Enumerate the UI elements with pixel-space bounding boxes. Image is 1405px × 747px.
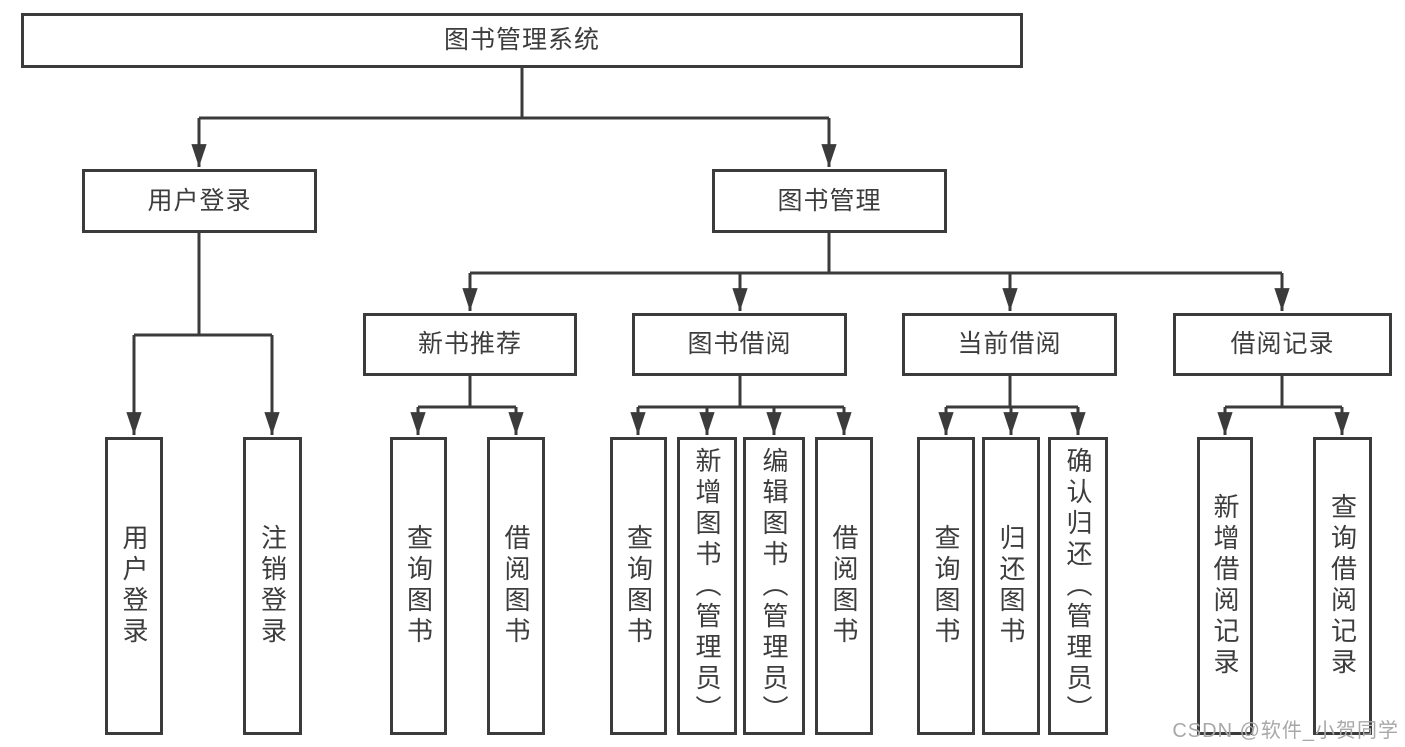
leaf-query-books-borrowing-label: 查询图书: [623, 524, 654, 648]
node-book-borrowing: 图书借阅: [632, 313, 847, 376]
node-book-management: 图书管理: [712, 169, 947, 233]
node-library-management-system: 图书管理系统: [21, 13, 1023, 68]
node-borrowing-records-label: 借阅记录: [1230, 330, 1335, 358]
leaf-logout-label: 注销登录: [257, 524, 288, 648]
leaf-confirm-return-admin-label: 确认归还（管理员）: [1063, 446, 1093, 726]
node-library-management-system-label: 图书管理系统: [443, 26, 600, 54]
node-current-borrowing: 当前借阅: [902, 313, 1117, 376]
leaf-query-books-current-label: 查询图书: [931, 524, 961, 648]
leaf-query-borrow-record-label: 查询借阅记录: [1327, 493, 1358, 679]
leaf-user-login: 用户登录: [105, 437, 163, 735]
leaf-return-books-label: 归还图书: [996, 524, 1026, 648]
leaf-confirm-return-admin: 确认归还（管理员）: [1048, 437, 1108, 735]
node-new-book-recommend-label: 新书推荐: [417, 330, 522, 358]
leaf-user-login-label: 用户登录: [119, 524, 149, 648]
node-current-borrowing-label: 当前借阅: [957, 330, 1062, 358]
node-user-login-label: 用户登录: [147, 186, 252, 215]
leaf-query-books-recommend-label: 查询图书: [403, 524, 434, 648]
leaf-add-books-admin-label: 新增图书（管理员）: [692, 446, 722, 726]
leaf-query-books-current: 查询图书: [917, 437, 975, 735]
leaf-borrow-books-label: 借阅图书: [829, 524, 859, 648]
leaf-add-books-admin: 新增图书（管理员）: [677, 437, 737, 735]
node-book-borrowing-label: 图书借阅: [687, 330, 792, 358]
leaf-add-borrow-record-label: 新增借阅记录: [1210, 493, 1240, 679]
node-new-book-recommend: 新书推荐: [363, 313, 577, 376]
csdn-watermark: CSDN @软件_小贺同学: [1172, 720, 1399, 742]
node-user-login: 用户登录: [82, 169, 317, 233]
leaf-query-books-recommend: 查询图书: [390, 437, 447, 735]
leaf-query-books-borrowing: 查询图书: [610, 437, 667, 735]
leaf-borrow-books-recommend: 借阅图书: [487, 437, 545, 735]
leaf-add-borrow-record: 新增借阅记录: [1197, 437, 1253, 735]
leaf-borrow-books-recommend-label: 借阅图书: [501, 524, 531, 648]
node-borrowing-records: 借阅记录: [1173, 313, 1392, 376]
leaf-borrow-books: 借阅图书: [815, 437, 873, 735]
leaf-edit-books-admin-label: 编辑图书（管理员）: [759, 446, 789, 726]
leaf-query-borrow-record: 查询借阅记录: [1313, 437, 1372, 735]
node-book-management-label: 图书管理: [777, 186, 882, 215]
leaf-return-books: 归还图书: [982, 437, 1040, 735]
leaf-edit-books-admin: 编辑图书（管理员）: [743, 437, 805, 735]
leaf-logout: 注销登录: [243, 437, 302, 735]
